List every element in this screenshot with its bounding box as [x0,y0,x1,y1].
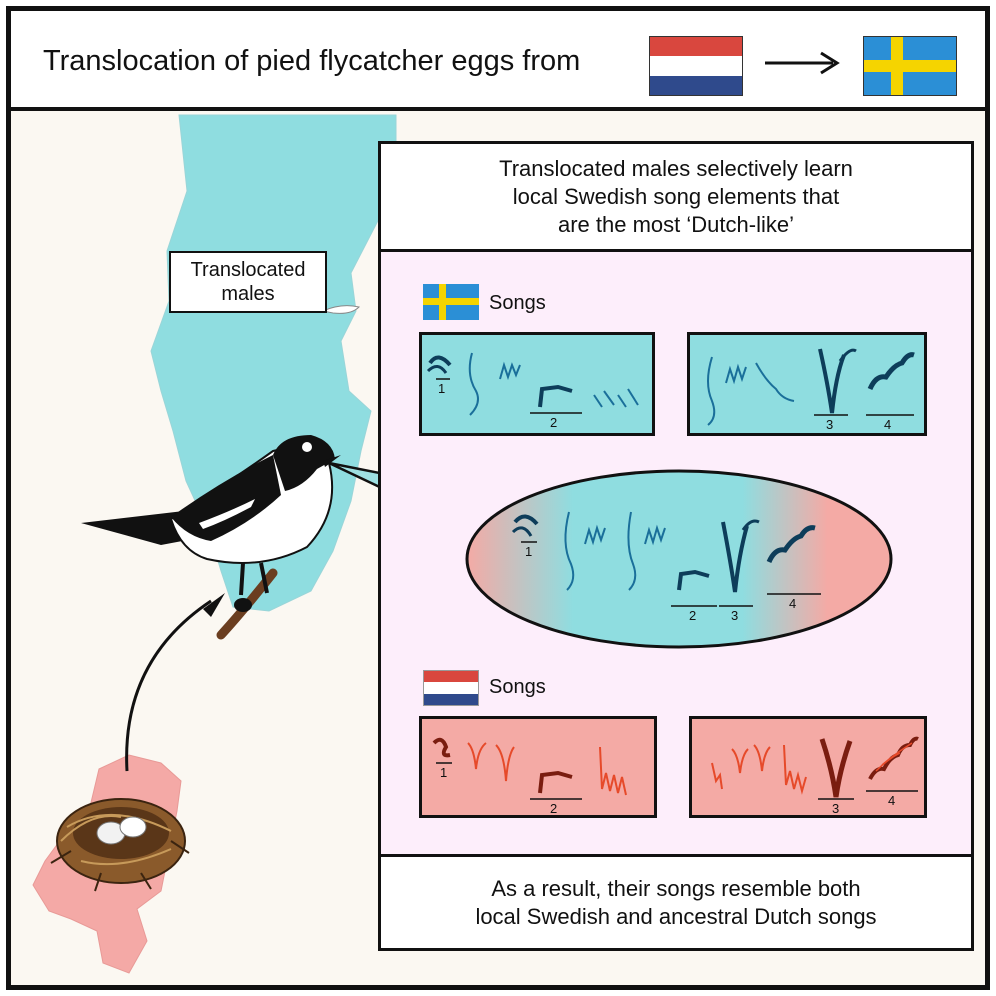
sweden-mini-flag-icon [423,284,479,320]
dutch-song-box-2: 3 4 [689,716,927,818]
top-caption-line1: Translocated males selectively learn [499,155,853,181]
translocated-males-label: Translocated males [169,251,327,313]
explanation-panel: Translocated males selectively learn loc… [378,141,974,951]
top-caption-line3: are the most ‘Dutch-like’ [558,211,794,237]
swedish-song-box-1: 1 2 [419,332,655,436]
header-bar: Translocation of pied flycatcher eggs fr… [11,11,985,111]
swedish-songs-label: Songs [489,292,546,314]
bottom-caption-line1: As a result, their songs resemble both [491,875,861,901]
element-number-3: 3 [826,417,834,432]
translocation-arrow [125,599,212,772]
nest-icon [50,798,190,892]
element-number-1: 1 [438,381,446,396]
blend-number-2: 2 [689,608,697,623]
sweden-flag-icon [863,36,957,96]
blend-number-4: 4 [789,596,797,611]
blend-number-3: 3 [731,608,739,623]
right-arrow-icon [765,51,840,75]
bottom-caption-line2: local Swedish and ancestral Dutch songs [475,903,877,929]
figure-frame: Translocation of pied flycatcher eggs fr… [6,6,990,990]
male-label-line1: Translocated [190,259,306,281]
top-caption-line2: local Swedish song elements that [512,183,840,209]
dutch-number-1: 1 [440,765,448,780]
dutch-number-2: 2 [550,801,558,816]
lake-outline [321,305,360,314]
netherlands-flag-icon [649,36,743,96]
header-title: Translocation of pied flycatcher eggs fr… [43,45,581,77]
dutch-number-3: 3 [832,801,840,816]
translocation-arrow-head [203,593,225,617]
netherlands-mini-flag-icon [423,670,479,706]
male-label-line2: males [221,283,275,305]
element-number-2: 2 [550,415,558,430]
dutch-songs-label: Songs [489,676,546,698]
learned-song-ellipse [465,469,893,649]
pied-flycatcher-bird [81,435,341,612]
blend-number-1: 1 [525,544,533,559]
panel-top-caption: Translocated males selectively learn loc… [381,144,971,252]
panel-bottom-caption: As a result, their songs resemble both l… [381,854,971,948]
dutch-number-4: 4 [888,793,896,808]
swedish-song-box-2: 3 4 [687,332,927,436]
dutch-song-box-1: 1 2 [419,716,657,818]
sweden-map [150,114,397,612]
element-number-4: 4 [884,417,892,432]
